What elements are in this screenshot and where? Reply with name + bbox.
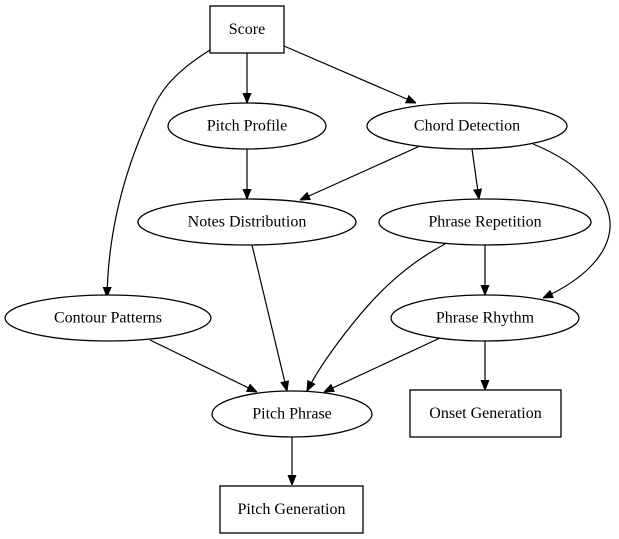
edge-phrase-rhythm-to-pitch-phrase: [324, 337, 441, 392]
edges: [107, 45, 611, 485]
node-pitch-generation-box: [219, 485, 364, 534]
node-onset-generation-box: [409, 389, 562, 438]
node-phrase-repetition-ellipse: [378, 198, 592, 246]
node-pitch-phrase: Pitch Phrase: [211, 390, 373, 438]
node-pitch-profile: Pitch Profile: [167, 102, 327, 150]
node-phrase-repetition-label: Phrase Repetition: [428, 214, 541, 231]
node-chord-detection-label: Chord Detection: [414, 118, 520, 135]
node-chord-detection: Chord Detection: [366, 102, 568, 150]
node-pitch-profile-ellipse: [167, 102, 327, 150]
node-phrase-repetition: Phrase Repetition: [378, 198, 592, 246]
node-pitch-profile-label: Pitch Profile: [207, 118, 287, 135]
node-pitch-phrase-label: Pitch Phrase: [252, 406, 332, 423]
node-onset-generation-label: Onset Generation: [429, 405, 541, 422]
edge-contour-patterns-to-pitch-phrase: [149, 339, 257, 392]
edge-chord-detection-to-phrase-repetition: [471, 148, 479, 199]
edge-chord-detection-to-phrase-rhythm: [532, 143, 611, 298]
node-chord-detection-ellipse: [366, 102, 568, 150]
edge-chord-detection-to-notes-distribution: [300, 145, 421, 200]
node-score: Score: [209, 5, 285, 54]
node-phrase-rhythm-label: Phrase Rhythm: [436, 310, 535, 327]
node-notes-distribution-label: Notes Distribution: [188, 214, 307, 231]
node-pitch-generation-label: Pitch Generation: [238, 501, 346, 518]
node-phrase-rhythm-ellipse: [390, 294, 580, 342]
node-contour-patterns-ellipse: [4, 294, 212, 342]
node-pitch-phrase-ellipse: [211, 390, 373, 438]
nodes: Score Pitch Profile Chord Detection Note…: [4, 5, 592, 534]
edge-score-to-contour-patterns: [107, 49, 211, 297]
node-contour-patterns: Contour Patterns: [4, 294, 212, 342]
node-phrase-rhythm: Phrase Rhythm: [390, 294, 580, 342]
node-notes-distribution: Notes Distribution: [137, 198, 357, 246]
edge-score-to-chord-detection: [283, 45, 416, 104]
node-pitch-generation: Pitch Generation: [219, 485, 364, 534]
edge-notes-distribution-to-pitch-phrase: [251, 244, 287, 391]
node-notes-distribution-ellipse: [137, 198, 357, 246]
node-score-box: [209, 5, 285, 54]
node-onset-generation: Onset Generation: [409, 389, 562, 438]
node-contour-patterns-label: Contour Patterns: [54, 310, 162, 327]
edge-phrase-repetition-to-pitch-phrase: [307, 243, 446, 391]
node-score-label: Score: [229, 21, 265, 38]
